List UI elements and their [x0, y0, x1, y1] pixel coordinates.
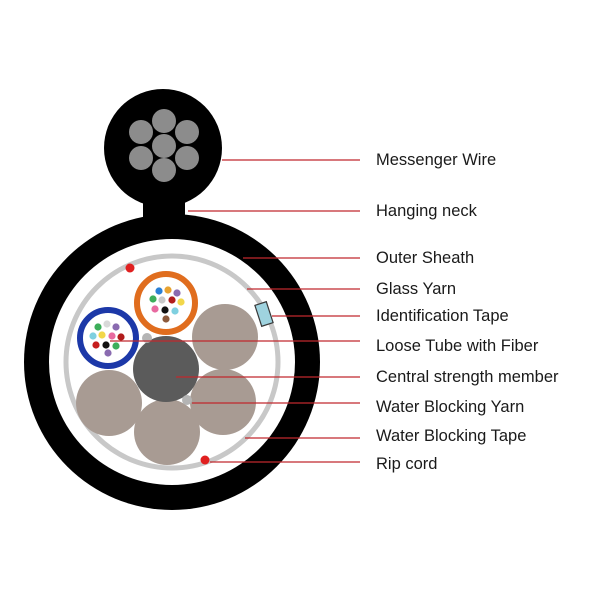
- strand: [129, 120, 153, 144]
- label-identification-tape: Identification Tape: [376, 307, 509, 325]
- fiber: [89, 332, 97, 340]
- fiber: [112, 323, 120, 331]
- fiber: [155, 287, 163, 295]
- fiber: [168, 296, 176, 304]
- fiber: [164, 286, 172, 294]
- strand: [175, 120, 199, 144]
- fiber: [171, 307, 179, 315]
- label-water-blocking-yarn: Water Blocking Yarn: [376, 398, 525, 416]
- label-glass-yarn: Glass Yarn: [376, 280, 457, 298]
- fiber: [108, 332, 116, 340]
- water-blocking-tape-ring: [63, 253, 281, 471]
- loose-tube-blue: [77, 307, 139, 369]
- label-water-blocking-tape: Water Blocking Tape: [376, 427, 527, 445]
- fiber: [149, 295, 157, 303]
- label-rip-cord: Rip cord: [376, 455, 438, 473]
- filler-rod: [76, 370, 142, 436]
- filler-rod: [134, 399, 200, 465]
- fiber: [117, 333, 125, 341]
- rip-cord-bottom: [200, 455, 210, 465]
- rip-cord-top: [125, 263, 135, 273]
- fiber: [98, 331, 106, 339]
- fiber: [102, 341, 110, 349]
- loose-tube-ring: [77, 307, 139, 369]
- filler-rod: [190, 369, 256, 435]
- fiber: [112, 342, 120, 350]
- filler-rods: [76, 304, 258, 465]
- identification-tape: [254, 300, 274, 328]
- fiber: [94, 323, 102, 331]
- filler-rod: [192, 304, 258, 370]
- label-hanging-neck: Hanging neck: [376, 202, 477, 220]
- fiber: [177, 298, 185, 306]
- fiber: [92, 341, 100, 349]
- strand: [175, 146, 199, 170]
- loose-tube-ring: [134, 271, 198, 335]
- label-loose-tube-with-fiber: Loose Tube with Fiber: [376, 337, 539, 355]
- label-central-strength-member: Central strength member: [376, 368, 559, 386]
- water-blocking-yarn: [182, 395, 192, 405]
- label-outer-sheath: Outer Sheath: [376, 249, 475, 267]
- label-messenger-wire: Messenger Wire: [376, 151, 497, 169]
- strand: [152, 109, 176, 133]
- fiber: [162, 315, 170, 323]
- leader-lines: [110, 159, 360, 463]
- central-strength-member: [133, 336, 199, 402]
- messenger-wire-strands: [129, 109, 199, 182]
- loose-tube-orange: [134, 271, 198, 335]
- fiber: [104, 349, 112, 357]
- fiber: [161, 306, 169, 314]
- strand: [129, 146, 153, 170]
- fiber: [158, 296, 166, 304]
- strand: [152, 134, 176, 158]
- fiber: [173, 289, 181, 297]
- fiber: [103, 320, 111, 328]
- fiber: [151, 305, 159, 313]
- strand: [152, 158, 176, 182]
